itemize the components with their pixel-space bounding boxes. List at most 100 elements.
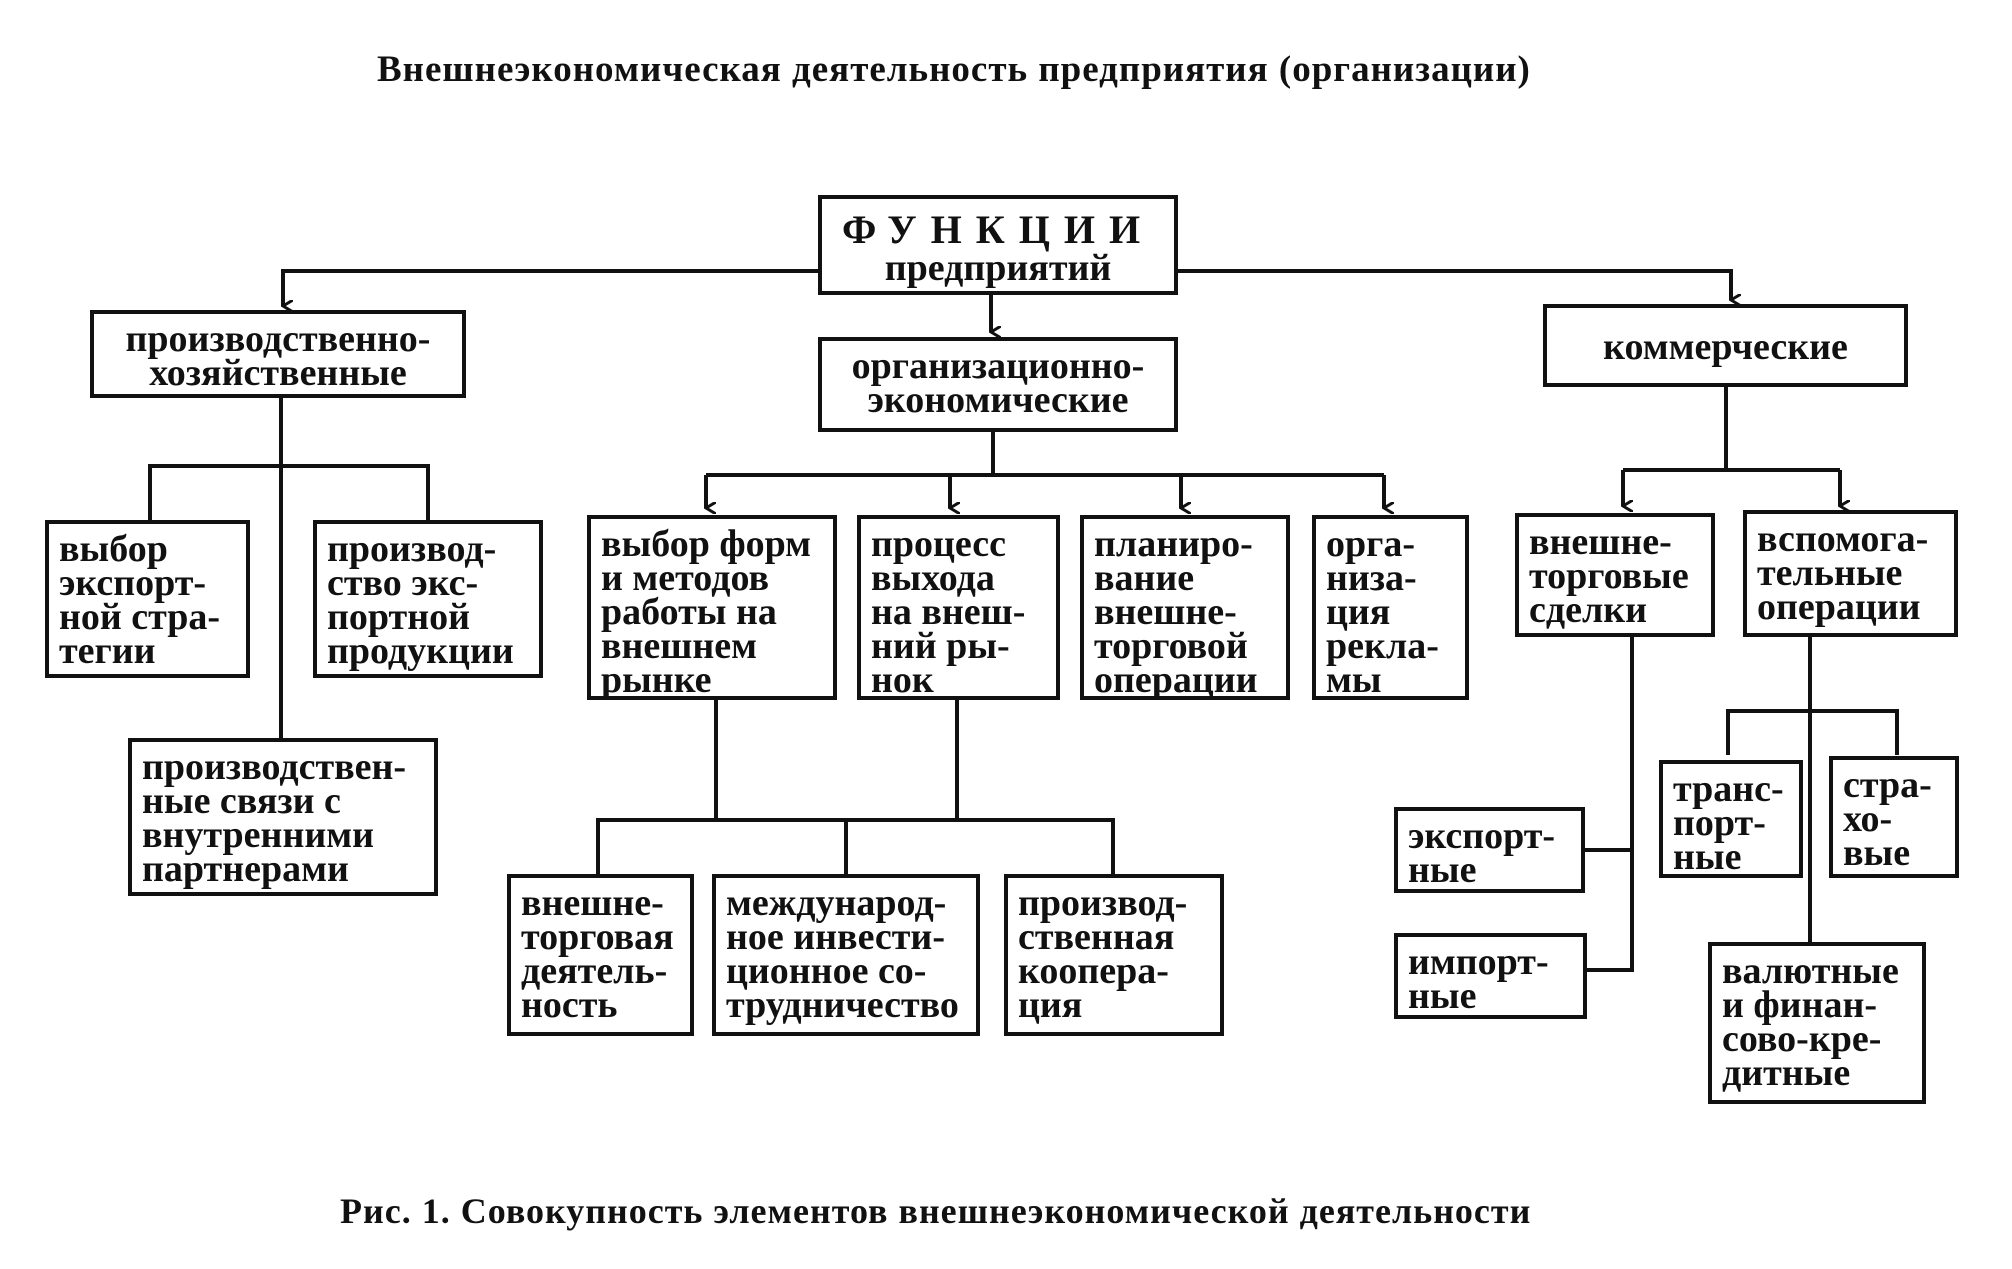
box-line: ные [1408,849,1477,891]
organizational-economic-box: организационно- экономические [818,337,1178,432]
export-deals-box: экспорт- ные [1394,807,1585,893]
box-line: ное инвести- [726,916,945,958]
box-line: мы [1326,659,1382,701]
box-line: орга- [1326,523,1416,565]
connector-root-right [1178,269,1731,300]
insurance-box: стра- хо- вые [1829,756,1959,878]
trade-planning-box: планиро- вание внешне- торговой операции [1080,515,1290,700]
forms-methods-box: выбор форм и методов работы на внешнем р… [587,515,837,700]
transport-box: транс- порт- ные [1659,760,1803,878]
production-economic-box: производственно- хозяйственные [90,310,466,398]
root-title: ФУНКЦИИ [841,207,1155,252]
industrial-cooperation-box: производ- ственная коопера- ция [1004,874,1224,1036]
connector-sub-bar [596,818,1115,874]
box-line: нок [871,659,934,701]
box-line: рынке [601,659,712,701]
connector-root-left [281,269,818,306]
investment-cooperation-box: международ- ное инвести- ционное со- тру… [712,874,980,1036]
box-line: выбор форм [601,523,812,565]
box-line: тегии [59,630,156,672]
advertising-box: орга- низа- ция рекла- мы [1312,515,1469,700]
box-line: ция [1018,984,1083,1026]
box-line: сово-кре- [1722,1018,1882,1060]
box-line: и методов [601,557,770,599]
connector-deals-trunk [1587,637,1634,972]
connector-aux-split [1726,709,1899,755]
box-line: выбор [59,528,168,570]
box-line: производ- [327,528,497,570]
box-line: выхода [871,557,995,599]
box-line: экспорт- [1408,815,1556,857]
box-line: ция [1326,591,1391,633]
box-line: ний ры- [871,625,1010,667]
commercial-box: коммерческие [1543,304,1908,387]
trade-deals-box: внешне- торговые сделки [1515,513,1715,637]
box-line: дитные [1722,1052,1851,1094]
box-line: работы на [601,591,777,633]
box-line: тельные [1757,552,1903,594]
box-line: внешнем [601,625,758,667]
box-line: деятель- [521,950,668,992]
currency-finance-box: валютные и финан- сово-кре- дитные [1708,942,1926,1104]
box-line: процесс [871,523,1006,565]
box-line: ные связи с [142,780,341,822]
box-line: внешне- [1094,591,1237,633]
box-line: валютные [1722,950,1899,992]
production-label-line: хозяйственные [149,352,407,394]
import-deals-box: импорт- ные [1394,933,1587,1019]
box-line: сделки [1529,589,1648,631]
box-line: рекла- [1326,625,1439,667]
box-line: ные [1408,975,1477,1017]
box-line: операции [1757,586,1921,628]
box-line: международ- [726,882,947,924]
box-line: планиро- [1094,523,1253,565]
box-line: вание [1094,557,1195,599]
box-line: внешне- [521,882,664,924]
box-line: хо- [1843,798,1893,840]
export-strategy-box: выбор экспорт- ной стра- тегии [45,520,250,678]
box-line: торговая [521,916,674,958]
box-line: коопера- [1018,950,1169,992]
box-line: стра- [1843,764,1932,806]
box-line: партнерами [142,848,349,890]
export-production-box: производ- ство экс- портной продукции [313,520,543,678]
box-line: низа- [1326,557,1417,599]
box-line: портной [327,596,470,638]
box-line: ной стра- [59,596,221,638]
box-line: операции [1094,659,1258,701]
box-line: ность [521,984,618,1026]
box-line: вые [1843,832,1911,874]
production-label-line: производственно- [125,318,431,360]
box-line: торговые [1529,555,1689,597]
auxiliary-operations-box: вспомога- тельные операции [1743,510,1958,637]
connector-production-split [148,464,430,520]
box-line: ственная [1018,916,1175,958]
box-line: экспорт- [59,562,207,604]
figure-caption: Рис. 1. Совокупность элементов внешнеэко… [340,1191,1532,1231]
organizational-label-line: экономические [867,379,1129,421]
box-line: ные [1673,836,1742,878]
box-line: внешне- [1529,521,1672,563]
box-line: продукции [327,630,514,672]
box-line: на внеш- [871,591,1026,633]
box-line: производствен- [142,746,407,788]
internal-partners-box: производствен- ные связи с внутренними п… [128,738,438,896]
commercial-label: коммерческие [1603,326,1848,368]
box-line: внутренними [142,814,375,856]
root-functions-box: ФУНКЦИИ предприятий [818,195,1178,295]
box-line: порт- [1673,802,1766,844]
root-subtitle: предприятий [884,247,1112,289]
box-line: производ- [1018,882,1188,924]
box-line: импорт- [1408,941,1549,983]
foreign-trade-activity-box: внешне- торговая деятель- ность [507,874,694,1036]
box-line: и финан- [1722,984,1878,1026]
box-line: вспомога- [1757,518,1929,560]
box-line: торговой [1094,625,1248,667]
market-entry-box: процесс выхода на внеш- ний ры- нок [857,515,1060,700]
box-line: ство экс- [327,562,479,604]
page-title: Внешнеэкономическая деятельность предпри… [377,49,1531,90]
box-line: ционное со- [726,950,927,992]
box-line: транс- [1673,768,1784,810]
box-line: трудничество [726,984,959,1026]
